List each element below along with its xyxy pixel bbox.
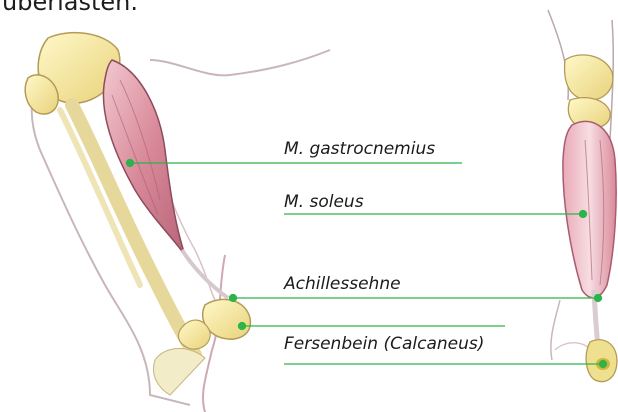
lower-leg-back-view-icon — [548, 10, 617, 382]
leader-dot-achilles-left — [230, 295, 237, 302]
leader-dot-calcaneus-right — [600, 361, 607, 368]
label-soleus: M. soleus — [284, 192, 364, 212]
label-calcaneus: Fersenbein (Calcaneus) — [284, 334, 484, 354]
label-achilles-tendon: Achillessehne — [284, 274, 401, 294]
leader-dot-soleus — [580, 211, 587, 218]
leader-dot-gastrocnemius — [127, 160, 134, 167]
leader-dot-calcaneus-left — [239, 323, 246, 330]
lower-leg-side-view-icon — [25, 33, 330, 412]
label-gastrocnemius: M. gastrocnemius — [284, 139, 435, 159]
leader-dot-achilles-right — [595, 295, 602, 302]
caption-text: überlasten. — [2, 0, 138, 16]
